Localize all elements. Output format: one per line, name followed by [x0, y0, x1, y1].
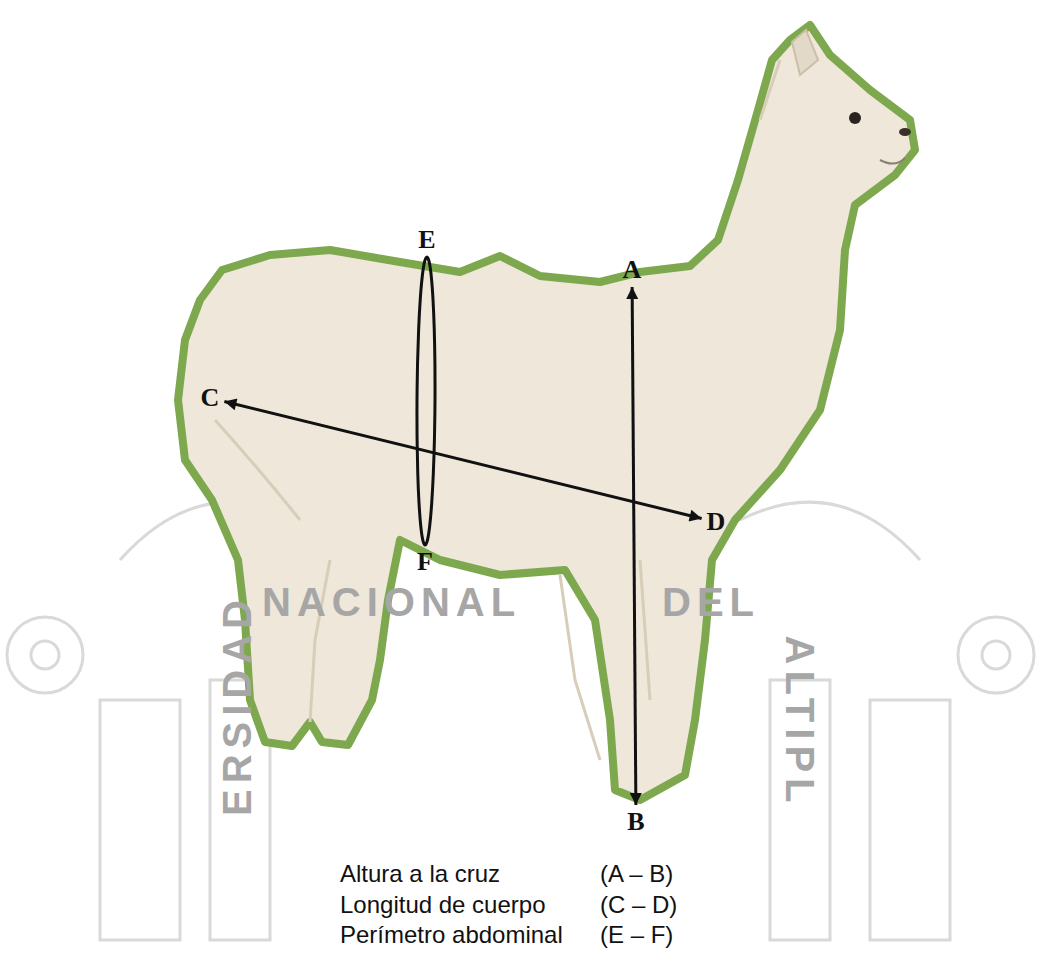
point-letter-text: A: [623, 257, 642, 283]
point-letter: E: [416, 226, 437, 254]
watermark-text: NACIONAL: [262, 582, 521, 622]
point-letter: C: [199, 384, 222, 412]
seal-pillar: [870, 700, 950, 940]
point-letter-text: E: [418, 227, 435, 253]
watermark-text: DEL: [662, 582, 760, 622]
seal-circle: [982, 641, 1010, 669]
measure-name: Altura a la cruz: [340, 862, 500, 886]
seal-circle: [958, 617, 1034, 693]
point-letter-text: B: [627, 809, 644, 835]
alpaca-nose: [899, 128, 911, 136]
point-letter-text: C: [201, 385, 220, 411]
measure-name: Longitud de cuerpo: [340, 893, 546, 917]
point-letter-text: D: [707, 509, 726, 535]
measure-code: (A – B): [600, 862, 673, 886]
alpaca-mouth: [880, 158, 905, 164]
measure-code: (C – D): [600, 893, 677, 917]
alpaca-ear: [792, 30, 818, 75]
leg-shading: [215, 60, 780, 760]
measure-name: Perímetro abdominal: [340, 923, 563, 947]
seal-circle: [31, 641, 59, 669]
point-letter-text: F: [417, 549, 433, 575]
seal-circle: [7, 617, 83, 693]
point-letter: B: [625, 808, 646, 836]
watermark-text: ERSIDAD: [217, 594, 257, 816]
point-letter: A: [621, 256, 644, 284]
point-letter: D: [705, 508, 728, 536]
alpaca-eye: [849, 112, 861, 124]
seal-pillar: [100, 700, 180, 940]
measure-arrow: [224, 402, 701, 519]
point-letter: F: [415, 548, 435, 576]
measure-code: (E – F): [600, 923, 673, 947]
girth-ellipse: [417, 257, 435, 545]
measure-arrow: [632, 287, 636, 805]
watermark-text: ALTIPL: [780, 635, 820, 808]
